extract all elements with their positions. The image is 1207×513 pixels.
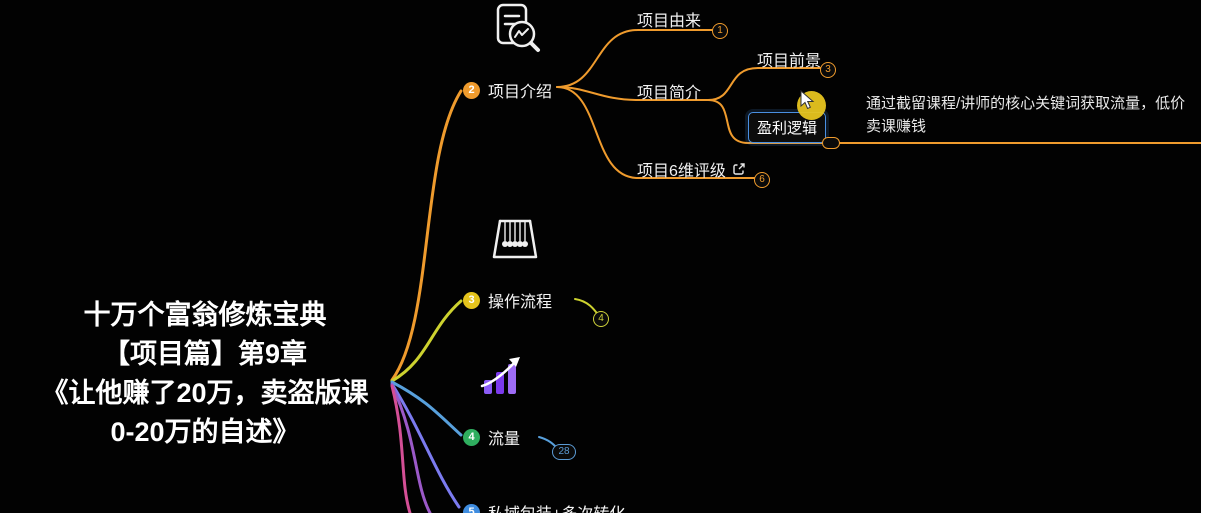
topic-traffic-label: 流量	[488, 431, 521, 448]
external-link-icon[interactable]	[732, 162, 746, 176]
marker-4-icon: 4	[463, 428, 480, 446]
topic-project-rating[interactable]: 项目6维评级	[637, 157, 746, 181]
topic-project-brief[interactable]: 项目简介	[637, 85, 702, 102]
mouse-cursor-icon	[800, 90, 815, 110]
topic-private-domain[interactable]: 5 私域包装+多次转化	[463, 500, 625, 513]
topic-profit-note[interactable]: 通过截留课程/讲师的核心关键词获取流量，低价卖课赚钱	[866, 95, 1186, 135]
badge-rating-count[interactable]: 6	[754, 172, 770, 188]
document-chart-icon[interactable]	[490, 2, 546, 63]
branch-root-to-private	[390, 382, 461, 509]
root-line-1: 十万个富翁修炼宝典	[83, 300, 327, 330]
badge-origin-count[interactable]: 1	[712, 23, 728, 39]
branch-brief-to-prospect	[707, 67, 823, 101]
newtons-cradle-icon[interactable]	[490, 215, 540, 268]
root-line-4: 0-20万的自述》	[110, 417, 300, 447]
branch-intro-to-brief	[556, 86, 709, 101]
topic-project-intro-label: 项目介绍	[488, 84, 553, 101]
branch-root-to-traffic	[390, 380, 463, 437]
root-line-2: 【项目篇】第9章	[102, 339, 308, 369]
topic-traffic[interactable]: 4 流量	[463, 425, 520, 449]
topic-workflow-label: 操作流程	[488, 294, 553, 311]
marker-2-icon: 2	[463, 81, 480, 99]
branch-brief-to-profit-note	[707, 99, 1202, 144]
growth-chart-icon[interactable]	[476, 350, 530, 403]
root-topic[interactable]: 十万个富翁修炼宝典 【项目篇】第9章 《让他赚了20万，卖盗版课 0-20万的自…	[5, 296, 405, 452]
topic-private-domain-label: 私域包装+多次转化	[488, 500, 625, 513]
badge-workflow-count[interactable]: 4	[593, 311, 609, 327]
topic-project-intro[interactable]: 2 项目介绍	[463, 78, 552, 102]
topic-project-prospect[interactable]: 项目前景	[757, 53, 822, 70]
topic-profit-logic-label: 盈利逻辑	[756, 120, 817, 137]
badge-prospect-count[interactable]: 3	[820, 62, 836, 78]
branch-intro-to-rating	[556, 86, 757, 179]
collapse-indicator-profit[interactable]	[822, 137, 840, 149]
branch-root-to-workflow	[390, 299, 463, 383]
root-line-3: 《让他赚了20万，卖盗版课	[41, 378, 369, 408]
topic-project-origin[interactable]: 项目由来	[637, 13, 702, 30]
topic-workflow[interactable]: 3 操作流程	[463, 288, 552, 312]
topic-project-rating-label: 项目6维评级	[637, 163, 726, 180]
branch-intro-to-origin	[556, 29, 713, 88]
marker-5-icon: 5	[463, 503, 480, 513]
marker-3-icon: 3	[463, 291, 480, 309]
right-edge-strip	[1201, 0, 1207, 513]
branch-root-cutoff-magenta	[390, 384, 412, 513]
branch-root-cutoff-purple	[390, 383, 432, 513]
branch-root-to-intro	[390, 89, 463, 382]
badge-traffic-count[interactable]: 28	[552, 444, 576, 460]
